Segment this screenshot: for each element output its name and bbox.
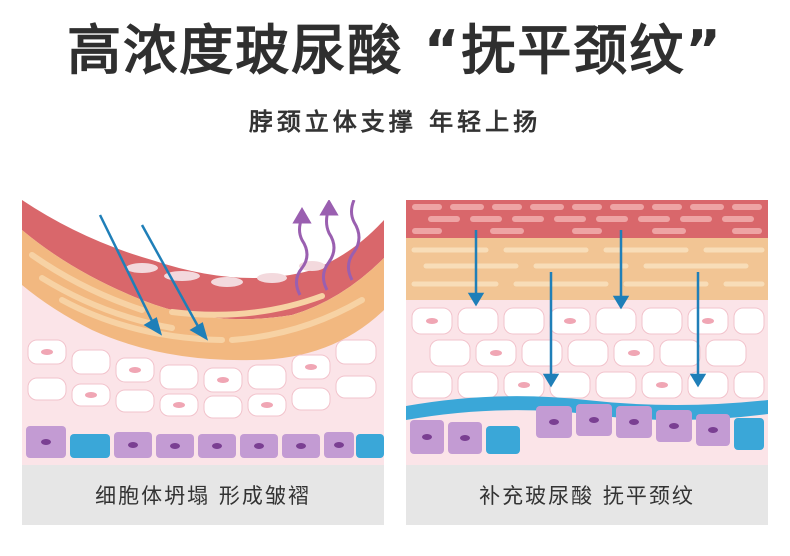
panel-collapsed-skin: 细胞体坍塌 形成皱褶 <box>22 200 384 525</box>
panel-restored-skin: 补充玻尿酸 抚平颈纹 <box>406 200 768 525</box>
basal-layer <box>406 396 768 465</box>
hyaluronic-arrows <box>467 230 707 388</box>
collapsed-skin-illustration <box>22 200 384 465</box>
pressure-arrows <box>98 214 209 341</box>
epidermis-layer <box>22 200 384 320</box>
fat-layer <box>406 238 768 300</box>
restored-skin-illustration <box>406 200 768 465</box>
page-subtitle: 脖颈立体支撑 年轻上扬 <box>248 108 542 136</box>
caption-restored: 补充玻尿酸 抚平颈纹 <box>406 465 768 525</box>
evaporation-icon <box>292 200 361 296</box>
page-title: 高浓度玻尿酸 “抚平颈纹” <box>67 19 723 82</box>
basal-layer <box>22 422 384 465</box>
caption-collapsed: 细胞体坍塌 形成皱褶 <box>22 465 384 525</box>
